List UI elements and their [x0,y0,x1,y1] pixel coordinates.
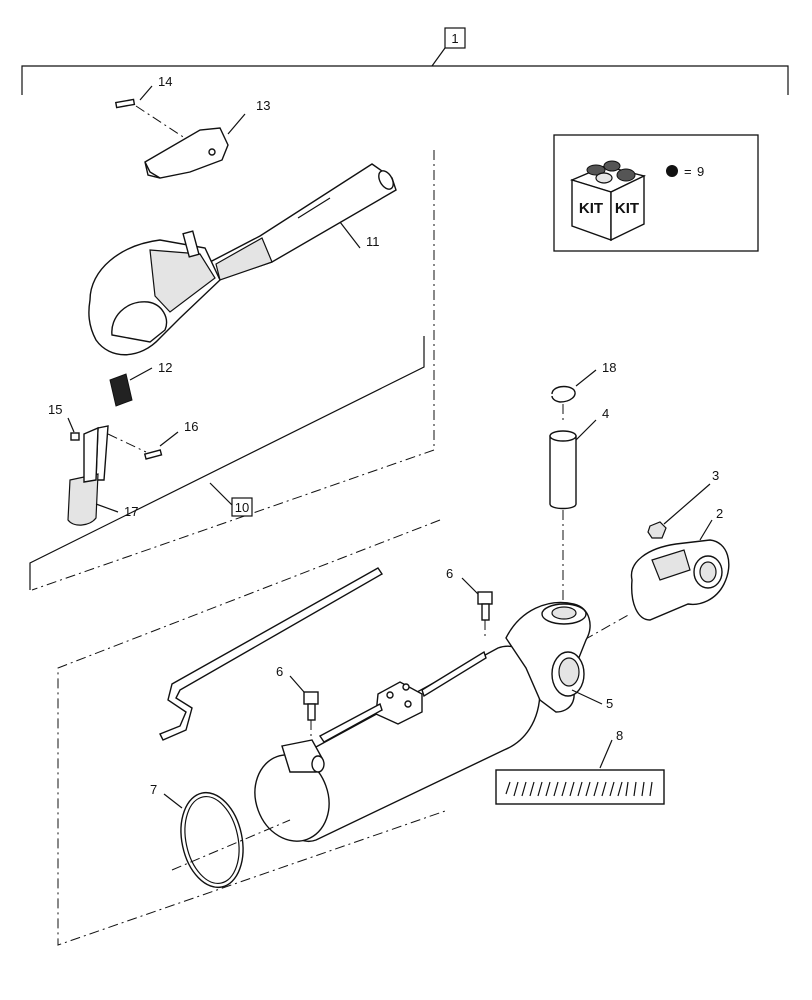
kit-label-right: KIT [615,200,639,217]
part-11-hook-arm [88,163,397,356]
part-12-spring [109,367,153,407]
callout-13: 13 [256,98,270,113]
callout-15: 15 [48,402,62,417]
callout-6-upper: 6 [446,566,453,581]
callout-7: 7 [150,782,157,797]
part-15-pin [67,417,80,441]
kit-legend-equals: = [684,164,692,179]
tool-hex-key [159,567,383,741]
part-6-fitting-upper [461,577,493,640]
callout-12: 12 [158,360,172,375]
cylinder-assembly-outline [57,519,449,946]
subassembly-10-outline [29,150,435,591]
callout-18: 18 [602,360,616,375]
part-5-cylinder [254,601,603,842]
part-4-pin [549,419,597,604]
part-18-snap-ring [551,369,597,420]
kit-legend-box [553,134,759,252]
part-6-fitting-lower [289,675,319,738]
callout-14: 14 [158,74,172,89]
callout-16: 16 [184,419,198,434]
callout-6-lower: 6 [276,664,283,679]
callout-3: 3 [712,468,719,483]
callout-11: 11 [366,234,380,249]
callout-5: 5 [606,696,613,711]
callout-17: 17 [124,504,138,519]
assembly-bracket [21,27,789,95]
part-8-decal [495,739,665,805]
part-7-o-ring [163,791,291,889]
callout-2: 2 [716,506,723,521]
kit-bullet-icon [666,165,678,177]
part-3-grease-fitting [647,483,711,539]
part-17-plunger [67,425,119,526]
kit-legend-number: 9 [697,164,704,179]
kit-label-left: KIT [579,200,603,217]
part-2-clevis-end [583,519,730,641]
callout-10: 10 [235,500,249,515]
part-13-latch [144,113,246,179]
callout-1: 1 [451,31,458,46]
callout-8: 8 [616,728,623,743]
part-16-pin [107,431,179,460]
callout-4: 4 [602,406,609,421]
